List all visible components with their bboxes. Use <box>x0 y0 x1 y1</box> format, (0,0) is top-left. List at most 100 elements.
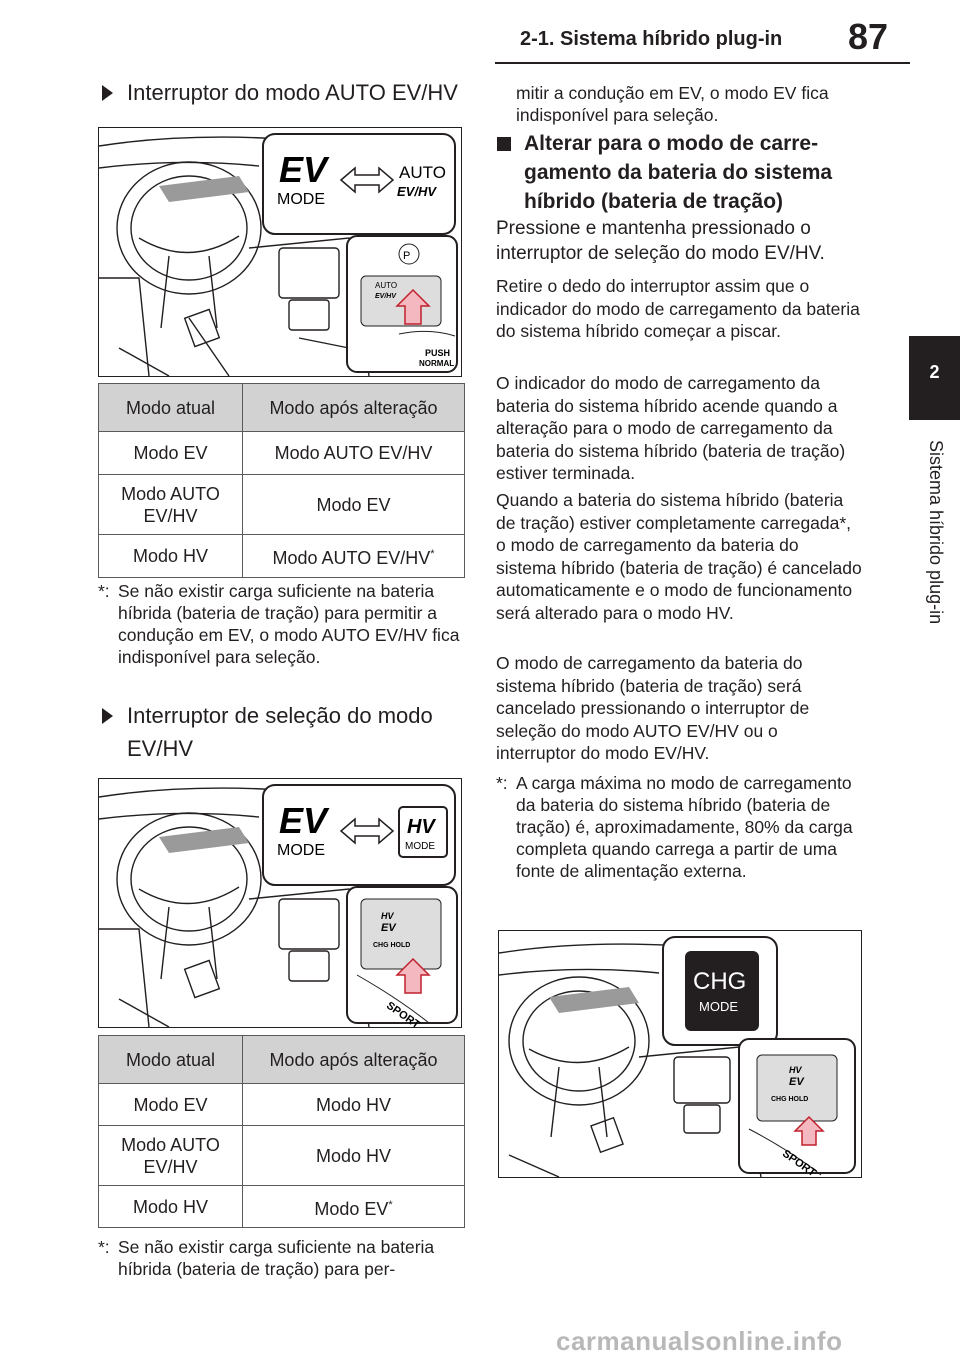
table-cell: Modo EV <box>98 1083 243 1126</box>
paragraph-instruction: Pressione e mantenha pressionado o inter… <box>496 218 825 264</box>
inset-hv: HV <box>789 1065 802 1075</box>
callout-ev: EV <box>279 800 330 841</box>
table-header-current: Modo atual <box>98 383 243 432</box>
footnote-text: Se não existir carga suficiente na bater… <box>118 581 460 667</box>
table-header-current: Modo atual <box>98 1035 243 1084</box>
inset-ev: EV <box>381 922 397 934</box>
table-cell: Modo HV <box>242 1083 465 1126</box>
inset-auto-sub: EV/HV <box>375 293 397 300</box>
callout-chg: CHG <box>693 968 746 995</box>
dashboard-illustration: CHG MODE HV EV CHG HOLD SPORT <box>499 936 856 1177</box>
callout-hv: HV <box>407 816 436 838</box>
table-cell: Modo AUTO EV/HV <box>98 474 243 535</box>
figure-auto-evhv-switch: EV MODE AUTO EV/HV P AUTO EV/HV PUSH NOR… <box>98 127 462 377</box>
press-arrow-icon <box>395 957 431 994</box>
press-arrow-icon <box>793 1115 825 1146</box>
inset-ev: EV <box>789 1076 805 1088</box>
press-arrow-icon <box>395 288 431 325</box>
footnote-continued: mitir a condução em EV, o modo EV fica i… <box>516 83 829 125</box>
highlight-shape <box>159 176 249 202</box>
heading-line: Alterar para o modo de carre- <box>524 132 819 155</box>
chapter-tab <box>909 336 960 420</box>
callout-auto-sub: EV/HV <box>397 184 437 199</box>
section-heading: Alterar para o modo de carre- gamento da… <box>495 129 875 216</box>
table-cell: Modo AUTO EV/HV <box>242 431 465 475</box>
callout-auto: AUTO <box>399 163 446 182</box>
footnote-text: Se não existir carga suficiente na bater… <box>118 1237 435 1279</box>
bullet-arrow-icon <box>102 85 113 101</box>
footnote-marker: *: <box>98 1237 110 1257</box>
table-row: Modo EV Modo AUTO EV/HV <box>98 431 465 475</box>
table-row: Modo AUTO EV/HV Modo HV <box>98 1125 465 1186</box>
heading-line: híbrido (bateria de tração) <box>524 190 784 213</box>
footnote-evhv: *: Se não existir carga suficiente na ba… <box>98 1236 470 1280</box>
highlight-shape <box>159 827 249 853</box>
highlight-shape <box>549 987 639 1013</box>
table-row: Modo AUTO EV/HV Modo EV <box>98 474 465 535</box>
callout-mode: MODE <box>699 999 738 1014</box>
table-cell: Modo EV* <box>242 1185 465 1228</box>
section-title: 2-1. Sistema híbrido plug-in <box>520 28 783 50</box>
bullet-evhv-switch-text: Interruptor de seleção do modo EV/HV <box>127 703 433 761</box>
table-cell: Modo HV <box>98 1185 243 1228</box>
callout-box <box>262 133 456 235</box>
table-cell: Modo EV <box>242 474 465 535</box>
inset-push: PUSH <box>425 348 450 358</box>
dashboard-illustration: EV MODE HV MODE HV EV CHG HOLD SPORT <box>99 784 458 1027</box>
chapter-side-title: Sistema híbrido plug-in <box>908 440 960 710</box>
callout-ev: EV <box>279 149 330 190</box>
chapter-title-text: Sistema híbrido plug-in <box>926 440 946 625</box>
table-row: Modo HV Modo AUTO EV/HV* <box>98 534 465 578</box>
watermark: carmanualsonline.info <box>556 1326 843 1356</box>
callout-mode: MODE <box>277 191 325 208</box>
mode-table-auto: Modo atual Modo após alteração Modo EV M… <box>98 383 465 578</box>
paragraph: O indicador do modo de carregamento da b… <box>496 373 846 483</box>
bullet-auto-switch-text: Interruptor do modo AUTO EV/HV <box>127 80 458 105</box>
heading-line: gamento da bateria do sistema <box>524 161 833 184</box>
bullet-evhv-switch: Interruptor de seleção do modo EV/HV <box>98 699 458 765</box>
table-header-after: Modo após alteração <box>242 1035 465 1084</box>
inset-hv: HV <box>381 911 394 921</box>
table-cell: Modo EV <box>98 431 243 475</box>
table-row: Modo EV Modo HV <box>98 1083 465 1126</box>
hv-mode-button-icon <box>398 806 448 858</box>
paragraph: Retire o dedo do interruptor assim que o… <box>496 276 860 341</box>
cell-text: Modo AUTO EV/HV <box>272 548 431 568</box>
chg-mode-button-icon <box>685 951 759 1031</box>
paragraph: O modo de carregamento da bateria do sis… <box>496 653 810 763</box>
figure-evhv-switch: EV MODE HV MODE HV EV CHG HOLD SPORT <box>98 778 462 1028</box>
table-cell: Modo HV <box>242 1125 465 1186</box>
footnote-marker: *: <box>98 581 110 601</box>
callout-mode: MODE <box>277 842 325 859</box>
square-bullet-icon <box>497 137 511 151</box>
figure-charge-mode: CHG MODE HV EV CHG HOLD SPORT <box>498 930 862 1178</box>
mode-table-evhv: Modo atual Modo após alteração Modo EV M… <box>98 1035 465 1228</box>
inset-chg-hold: CHG HOLD <box>771 1096 808 1103</box>
inset-chg-hold: CHG HOLD <box>373 942 410 949</box>
inset-auto: AUTO <box>375 281 397 290</box>
inset-normal: NORMAL <box>419 359 454 368</box>
table-row: Modo HV Modo EV* <box>98 1185 465 1228</box>
swap-arrow-icon <box>339 817 395 845</box>
footnote-text: A carga máxima no modo de carregamento d… <box>516 773 853 881</box>
svg-text:P: P <box>403 250 410 262</box>
footnote-charge: *: A carga máxima no modo de carregament… <box>496 772 862 882</box>
table-cell: Modo HV <box>98 534 243 578</box>
footnote-mark: * <box>430 548 435 560</box>
bullet-arrow-icon <box>102 708 113 724</box>
table-cell: Modo AUTO EV/HV* <box>242 534 465 578</box>
table-header-after: Modo após alteração <box>242 383 465 432</box>
callout-hv-mode: MODE <box>405 841 435 852</box>
dashboard-illustration: EV MODE AUTO EV/HV P AUTO EV/HV PUSH NOR… <box>99 133 458 376</box>
chapter-number: 2 <box>929 362 940 382</box>
footnote-mark: * <box>388 1198 393 1211</box>
page-number: 87 <box>848 16 889 57</box>
table-cell: Modo AUTO EV/HV <box>98 1125 243 1186</box>
cell-text: Modo EV <box>314 1198 389 1219</box>
swap-arrow-icon <box>339 166 395 194</box>
footnote-marker: *: <box>496 773 508 793</box>
header-rule <box>495 62 910 64</box>
footnote-auto: *: Se não existir carga suficiente na ba… <box>98 580 460 668</box>
paragraph: Quando a bateria do sistema híbrido (bat… <box>496 490 862 623</box>
bullet-auto-switch: Interruptor do modo AUTO EV/HV <box>98 76 458 109</box>
